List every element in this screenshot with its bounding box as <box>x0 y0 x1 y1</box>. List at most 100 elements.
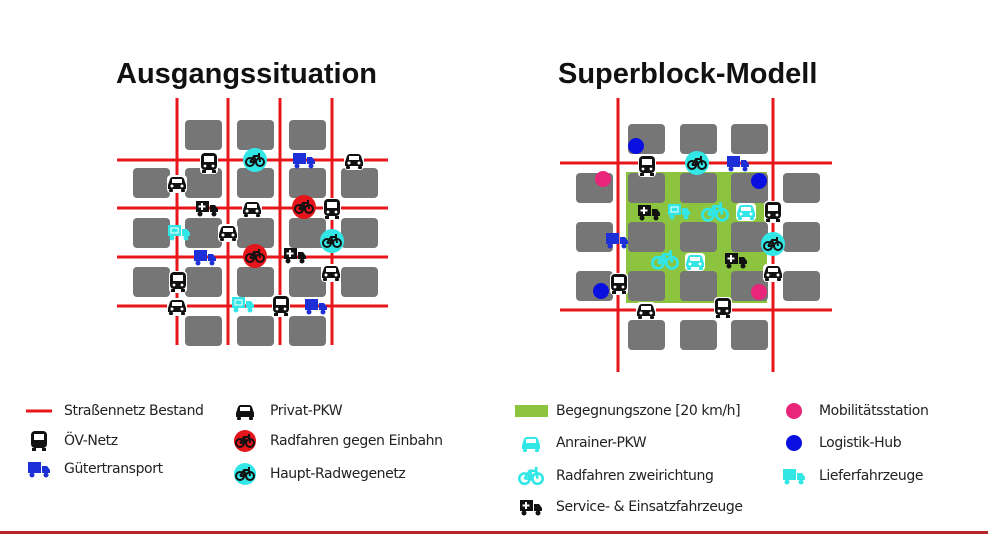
legend-item: Begegnungszone [20 km/h] <box>514 400 741 422</box>
city-block <box>289 218 326 248</box>
title-superblock-modell: Superblock-Modell <box>558 58 818 90</box>
city-block <box>628 271 665 301</box>
service-vehicle-icon <box>520 500 542 516</box>
city-block <box>680 320 717 350</box>
legend-label: Privat-PKW <box>270 403 343 419</box>
legend-symbol <box>514 496 548 518</box>
bike-cyan-icon <box>517 466 545 486</box>
legend-item: Haupt-Radwegenetz <box>228 463 406 485</box>
bottom-divider <box>0 531 988 534</box>
logistics-hub-icon <box>786 435 802 451</box>
legend-label: Radfahren gegen Einbahn <box>270 433 443 449</box>
diagram-canvas <box>117 98 832 372</box>
city-block <box>731 124 768 154</box>
car-icon <box>242 200 262 218</box>
legend-item: Privat-PKW <box>228 400 343 422</box>
mobility-station-icon <box>595 171 611 187</box>
legend-item: Gütertransport <box>22 458 163 480</box>
car-icon <box>636 302 656 320</box>
city-block <box>289 316 326 346</box>
legend-symbol <box>514 465 548 487</box>
bike-red-circle-icon <box>243 244 267 268</box>
legend-label: ÖV-Netz <box>64 433 118 449</box>
city-block <box>289 120 326 150</box>
delivery-vehicle-icon <box>783 469 805 485</box>
logistics-hub-icon <box>751 173 767 189</box>
bus-icon <box>272 295 290 317</box>
bike-red-circle-icon <box>292 195 316 219</box>
truck-icon <box>305 299 327 315</box>
service-vehicle-icon <box>725 253 747 269</box>
mobility-station-icon <box>786 403 802 419</box>
legend-label: Logistik-Hub <box>819 435 902 451</box>
legend-symbol <box>514 400 548 422</box>
legend-symbol <box>777 400 811 422</box>
bus-icon <box>169 271 187 293</box>
city-block <box>680 124 717 154</box>
legend-label: Lieferfahrzeuge <box>819 468 924 484</box>
city-block <box>237 120 274 150</box>
legend-symbol <box>22 430 56 452</box>
map-superblock-modell <box>560 98 832 372</box>
car-cyan-icon <box>522 437 540 452</box>
city-block <box>185 316 222 346</box>
legend-symbol <box>22 400 56 422</box>
legend-symbol <box>514 432 548 454</box>
service-vehicle-icon <box>196 201 218 217</box>
bike-red-circle-icon <box>234 430 256 452</box>
legend-symbol <box>777 432 811 454</box>
legend-symbol <box>22 458 56 480</box>
mobility-station-icon <box>751 284 767 300</box>
city-block <box>185 168 222 198</box>
city-block <box>237 316 274 346</box>
city-block <box>680 173 717 203</box>
bus-icon <box>200 152 218 174</box>
bike-cyan-circle-icon <box>243 148 267 172</box>
legend-symbol <box>228 463 262 485</box>
bus-icon <box>31 431 47 451</box>
legend-item: Straßennetz Bestand <box>22 400 204 422</box>
service-vehicle-icon <box>284 248 306 264</box>
city-block <box>341 168 378 198</box>
legend-item: Service- & Einsatzfahrzeuge <box>514 496 743 518</box>
legend-label: Begegnungszone [20 km/h] <box>556 403 741 419</box>
legend-label: Mobilitätsstation <box>819 403 929 419</box>
city-block <box>341 218 378 248</box>
legend-item: Mobilitätsstation <box>777 400 929 422</box>
legend-label: Straßennetz Bestand <box>64 403 204 419</box>
car-cyan-icon <box>736 203 756 221</box>
bus-icon <box>714 297 732 319</box>
bus-icon <box>638 155 656 177</box>
city-block <box>731 320 768 350</box>
city-block <box>680 222 717 252</box>
bus-icon <box>610 273 628 295</box>
city-block <box>133 168 170 198</box>
car-icon <box>167 298 187 316</box>
city-block <box>289 267 326 297</box>
legend-label: Gütertransport <box>64 461 163 477</box>
car-cyan-icon <box>685 253 705 271</box>
city-block <box>185 218 222 248</box>
city-block <box>289 168 326 198</box>
city-block <box>576 222 613 252</box>
city-block <box>237 218 274 248</box>
city-block <box>731 222 768 252</box>
city-block <box>628 173 665 203</box>
city-block <box>783 173 820 203</box>
car-icon <box>218 224 238 242</box>
legend-item: Radfahren zweirichtung <box>514 465 714 487</box>
road-line-icon <box>26 409 52 413</box>
legend-item: Lieferfahrzeuge <box>777 465 923 487</box>
city-block <box>628 222 665 252</box>
city-block <box>680 271 717 301</box>
bike-cyan-circle-icon <box>320 229 344 253</box>
delivery-vehicle-icon <box>232 297 254 313</box>
truck-icon <box>293 153 315 169</box>
city-block <box>783 222 820 252</box>
truck-icon <box>194 250 216 266</box>
city-block <box>185 267 222 297</box>
city-block <box>237 267 274 297</box>
delivery-vehicle-icon <box>168 225 190 241</box>
car-icon <box>167 175 187 193</box>
car-icon <box>344 152 364 170</box>
